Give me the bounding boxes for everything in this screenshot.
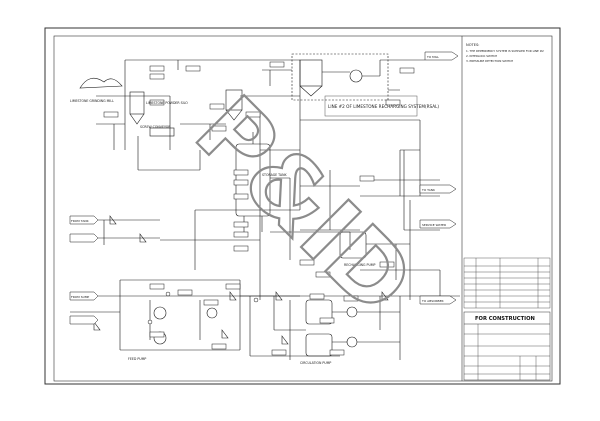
offpage-label: TO ABSORBER bbox=[421, 299, 444, 303]
offpage-arrow-5 bbox=[69, 215, 99, 225]
offpage-arrow-2 bbox=[419, 184, 457, 194]
offpage-label: TO TANK bbox=[421, 188, 436, 192]
offpage-connectors bbox=[69, 51, 459, 325]
stamp-text: FOR CONSTRUCTION bbox=[475, 316, 535, 322]
equipment-label: STORAGE TANK bbox=[262, 173, 287, 177]
note-item: 3. PRESSURE DETECTION SWITCH bbox=[466, 59, 513, 63]
equipment-label: SCREW CONVEYOR bbox=[140, 125, 171, 129]
offpage-arrow-6 bbox=[69, 233, 99, 243]
title-block: FOR CONSTRUCTION bbox=[463, 311, 551, 381]
offpage-captions: TO MILL TO TANK SERVICE WATER FROM TANK … bbox=[71, 55, 446, 303]
offpage-arrow-4 bbox=[419, 295, 457, 305]
equipment-label: CIRCULATION PUMP bbox=[300, 361, 331, 365]
revision-table bbox=[463, 257, 551, 309]
offpage-arrow-1 bbox=[424, 51, 459, 61]
offpage-label: FROM TANK bbox=[71, 219, 90, 223]
note-item: 1. THE DEPENDENCY SYSTEM IS SUPPLIED FOR… bbox=[466, 49, 544, 53]
offpage-arrow-3 bbox=[419, 219, 457, 229]
instrument-tags bbox=[103, 61, 415, 356]
inner-border bbox=[53, 35, 553, 382]
offpage-label: FROM SUMP bbox=[71, 295, 89, 299]
note-item: 2. INTERLOCK SWITCH bbox=[466, 54, 497, 58]
equipment-label: LIMESTONE GRINDING MILL bbox=[70, 99, 114, 103]
equipment-label: RECHARGING PUMP bbox=[344, 263, 376, 267]
offpage-arrow-7 bbox=[69, 291, 99, 301]
notes-block: NOTES: 1. THE DEPENDENCY SYSTEM IS SUPPL… bbox=[466, 43, 544, 63]
equipment-label: FEED PUMP bbox=[128, 357, 146, 361]
outer-border bbox=[44, 27, 561, 385]
line-title: LINE #2 OF LIMESTONE RECHARGING SYSTEM(R… bbox=[328, 104, 439, 109]
offpage-label: TO MILL bbox=[426, 55, 439, 59]
offpage-label: SERVICE WATER bbox=[422, 223, 446, 227]
equipment-label: LIMESTONE POWDER SILO bbox=[146, 101, 188, 105]
process-lines bbox=[70, 53, 460, 360]
equipment-captions: LIMESTONE GRINDING MILL LIMESTONE POWDER… bbox=[70, 99, 376, 365]
offpage-arrow-8 bbox=[69, 315, 99, 325]
notes-title: NOTES: bbox=[466, 43, 479, 47]
